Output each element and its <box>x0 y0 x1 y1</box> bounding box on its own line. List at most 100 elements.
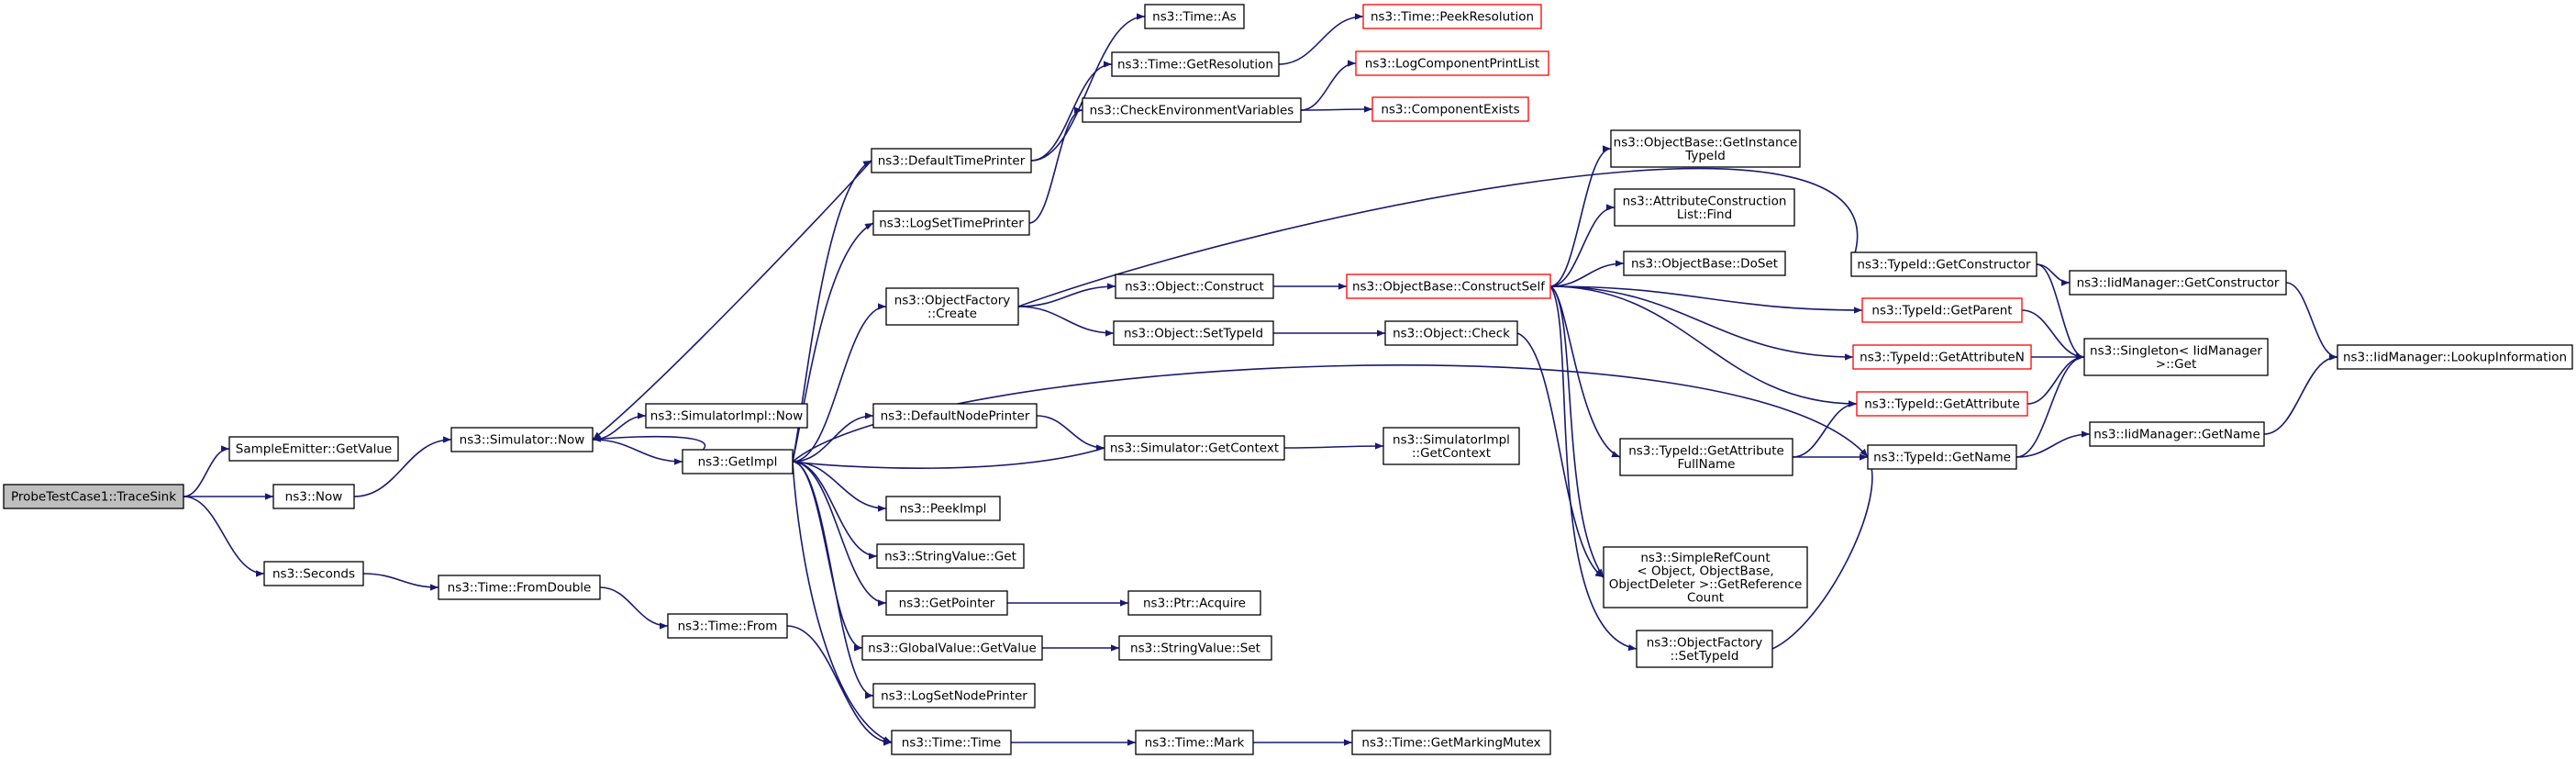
node-box[interactable] <box>1603 546 1808 608</box>
node-checkenv[interactable]: ns3::CheckEnvironmentVariables <box>1082 97 1302 123</box>
node-box[interactable] <box>3 484 184 509</box>
node-box[interactable] <box>1115 273 1274 299</box>
node-box[interactable] <box>1856 391 2028 417</box>
node-box[interactable] <box>667 613 788 639</box>
node-box[interactable] <box>645 403 808 429</box>
node-box[interactable] <box>1082 97 1302 123</box>
node-logsettimeprinter[interactable]: ns3::LogSetTimePrinter <box>872 210 1030 236</box>
node-constructself[interactable]: ns3::ObjectBase::ConstructSelf <box>1346 273 1551 299</box>
node-getimpl[interactable]: ns3::GetImpl <box>682 449 794 474</box>
node-box[interactable] <box>1382 427 1520 465</box>
node-box[interactable] <box>450 427 594 452</box>
node-stringvalueget[interactable]: ns3::StringValue::Get <box>876 543 1025 569</box>
node-box[interactable] <box>1362 4 1542 29</box>
node-box[interactable] <box>2083 338 2269 376</box>
node-box[interactable] <box>1623 251 1786 276</box>
node-timeas[interactable]: ns3::Time::As <box>1144 4 1245 29</box>
node-typeidgetattrn[interactable]: ns3::TypeId::GetAttributeN <box>1852 344 2032 370</box>
node-timemark[interactable]: ns3::Time::Mark <box>1135 730 1254 755</box>
node-lookupinfo[interactable]: ns3::IidManager::LookupInformation <box>2337 344 2573 370</box>
node-box[interactable] <box>1610 129 1801 168</box>
node-objsettypeid[interactable]: ns3::Object::SetTypeId <box>1113 320 1274 346</box>
node-objconstruct[interactable]: ns3::Object::Construct <box>1115 273 1274 299</box>
node-iidgetname[interactable]: ns3::IidManager::GetName <box>2089 421 2265 447</box>
node-box[interactable] <box>263 561 364 586</box>
node-box[interactable] <box>1144 4 1245 29</box>
node-box[interactable] <box>876 543 1025 569</box>
node-fromdouble[interactable]: ns3::Time::FromDouble <box>438 575 601 600</box>
node-simnow[interactable]: ns3::Simulator::Now <box>450 427 594 452</box>
node-simgetcontext[interactable]: ns3::Simulator::GetContext <box>1104 435 1285 461</box>
node-box[interactable] <box>891 730 1012 755</box>
node-box[interactable] <box>2337 344 2573 370</box>
node-box[interactable] <box>885 287 1019 326</box>
node-seconds[interactable]: ns3::Seconds <box>263 561 364 586</box>
node-objfactorycreate[interactable]: ns3::ObjectFactory::Create <box>885 287 1019 326</box>
node-typeidgetconstructor[interactable]: ns3::TypeId::GetConstructor <box>1850 251 2037 277</box>
node-singletonget[interactable]: ns3::Singleton< IidManager>::Get <box>2083 338 2269 376</box>
node-box[interactable] <box>872 683 1036 709</box>
node-compexists[interactable]: ns3::ComponentExists <box>1371 96 1529 122</box>
node-box[interactable] <box>1346 273 1551 299</box>
node-now[interactable]: ns3::Now <box>272 484 355 509</box>
node-box[interactable] <box>872 403 1038 429</box>
node-stringvalueset[interactable]: ns3::StringValue::Set <box>1118 635 1272 661</box>
node-box[interactable] <box>1850 251 2037 277</box>
node-box[interactable] <box>2089 421 2265 447</box>
node-box[interactable] <box>1127 590 1261 616</box>
node-box[interactable] <box>1111 51 1280 77</box>
node-box[interactable] <box>1852 344 2032 370</box>
node-simimplgetctx[interactable]: ns3::SimulatorImpl::GetContext <box>1382 427 1520 465</box>
node-box[interactable] <box>1614 188 1795 227</box>
node-box[interactable] <box>1636 630 1773 668</box>
node-simplerefcount[interactable]: ns3::SimpleRefCount< Object, ObjectBase,… <box>1603 546 1808 608</box>
node-box[interactable] <box>1619 438 1793 476</box>
node-root[interactable]: ProbeTestCase1::TraceSink <box>3 484 184 509</box>
node-getmarkingmutex[interactable]: ns3::Time::GetMarkingMutex <box>1351 730 1551 755</box>
node-box[interactable] <box>1384 320 1518 346</box>
node-box[interactable] <box>2069 270 2287 296</box>
node-typeidgetparent[interactable]: ns3::TypeId::GetParent <box>1861 297 2023 323</box>
node-peekimpl[interactable]: ns3::PeekImpl <box>885 496 1001 521</box>
node-box[interactable] <box>682 449 794 474</box>
node-box[interactable] <box>272 484 355 509</box>
node-logcompprint[interactable]: ns3::LogComponentPrintList <box>1355 50 1549 76</box>
node-peekres[interactable]: ns3::Time::PeekResolution <box>1362 4 1542 29</box>
node-box[interactable] <box>228 436 399 462</box>
node-box[interactable] <box>1867 444 2017 470</box>
node-timegetres[interactable]: ns3::Time::GetResolution <box>1111 51 1280 77</box>
node-logsetnodeprinter[interactable]: ns3::LogSetNodePrinter <box>872 683 1036 709</box>
node-box[interactable] <box>885 496 1001 521</box>
node-box[interactable] <box>1351 730 1551 755</box>
node-box[interactable] <box>1861 297 2023 323</box>
node-box[interactable] <box>871 148 1032 173</box>
node-typeidgetname[interactable]: ns3::TypeId::GetName <box>1867 444 2017 470</box>
node-defnodeprinter[interactable]: ns3::DefaultNodePrinter <box>872 403 1038 429</box>
node-box[interactable] <box>1135 730 1254 755</box>
node-box[interactable] <box>1371 96 1529 122</box>
node-deftimeprinter[interactable]: ns3::DefaultTimePrinter <box>871 148 1032 173</box>
node-objcheck[interactable]: ns3::Object::Check <box>1384 320 1518 346</box>
node-ptracquire[interactable]: ns3::Ptr::Acquire <box>1127 590 1261 616</box>
node-box[interactable] <box>861 635 1043 661</box>
node-box[interactable] <box>438 575 601 600</box>
node-simimplnow[interactable]: ns3::SimulatorImpl::Now <box>645 403 808 429</box>
node-getpointer[interactable]: ns3::GetPointer <box>885 590 1008 616</box>
node-box[interactable] <box>1113 320 1274 346</box>
node-box[interactable] <box>1104 435 1285 461</box>
node-doset[interactable]: ns3::ObjectBase::DoSet <box>1623 251 1786 276</box>
node-sampleemitter[interactable]: SampleEmitter::GetValue <box>228 436 399 462</box>
node-typeidgetattr[interactable]: ns3::TypeId::GetAttribute <box>1856 391 2028 417</box>
node-globalvalueget[interactable]: ns3::GlobalValue::GetValue <box>861 635 1043 661</box>
node-box[interactable] <box>885 590 1008 616</box>
node-box[interactable] <box>872 210 1030 236</box>
node-factsettypeid[interactable]: ns3::ObjectFactory::SetTypeId <box>1636 630 1773 668</box>
node-timetime[interactable]: ns3::Time::Time <box>891 730 1012 755</box>
node-box[interactable] <box>1355 50 1549 76</box>
node-box[interactable] <box>1118 635 1272 661</box>
node-timefrom[interactable]: ns3::Time::From <box>667 613 788 639</box>
node-iidgetconstructor[interactable]: ns3::IidManager::GetConstructor <box>2069 270 2287 296</box>
